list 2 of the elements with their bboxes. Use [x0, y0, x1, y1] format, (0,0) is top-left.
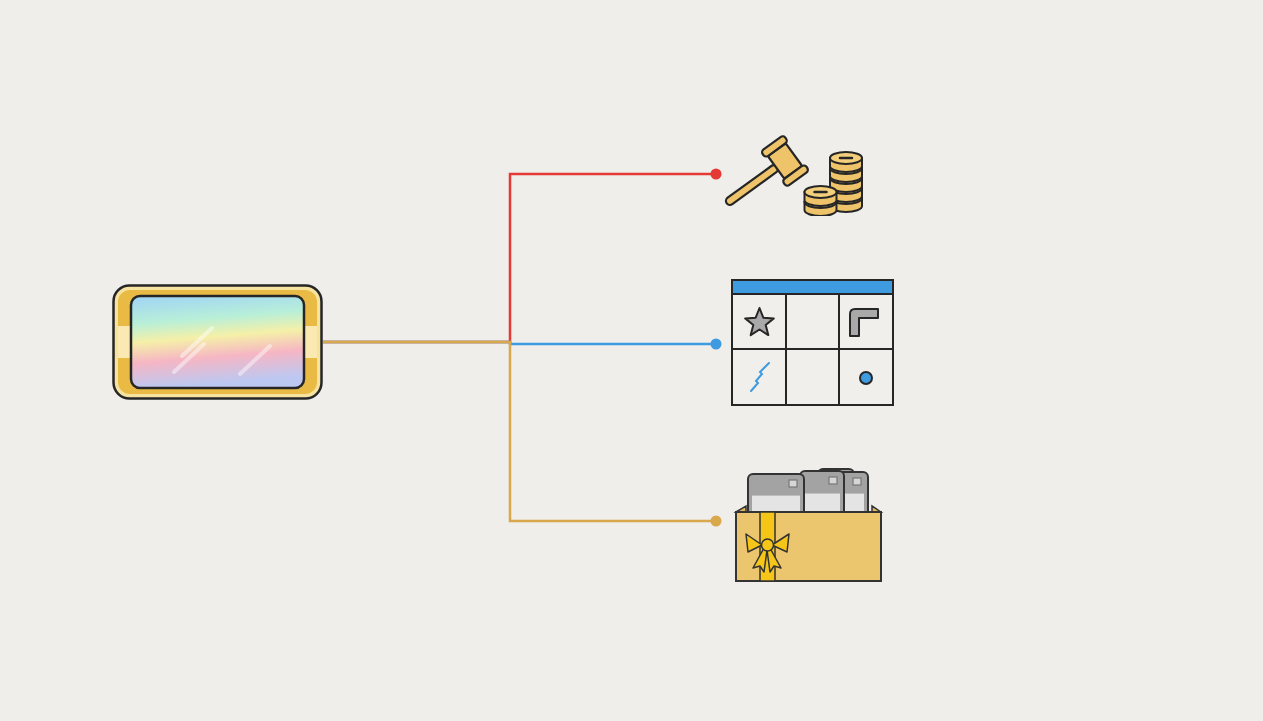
- connector-line: [323, 340, 722, 527]
- hologram-card-picture: [112, 284, 323, 400]
